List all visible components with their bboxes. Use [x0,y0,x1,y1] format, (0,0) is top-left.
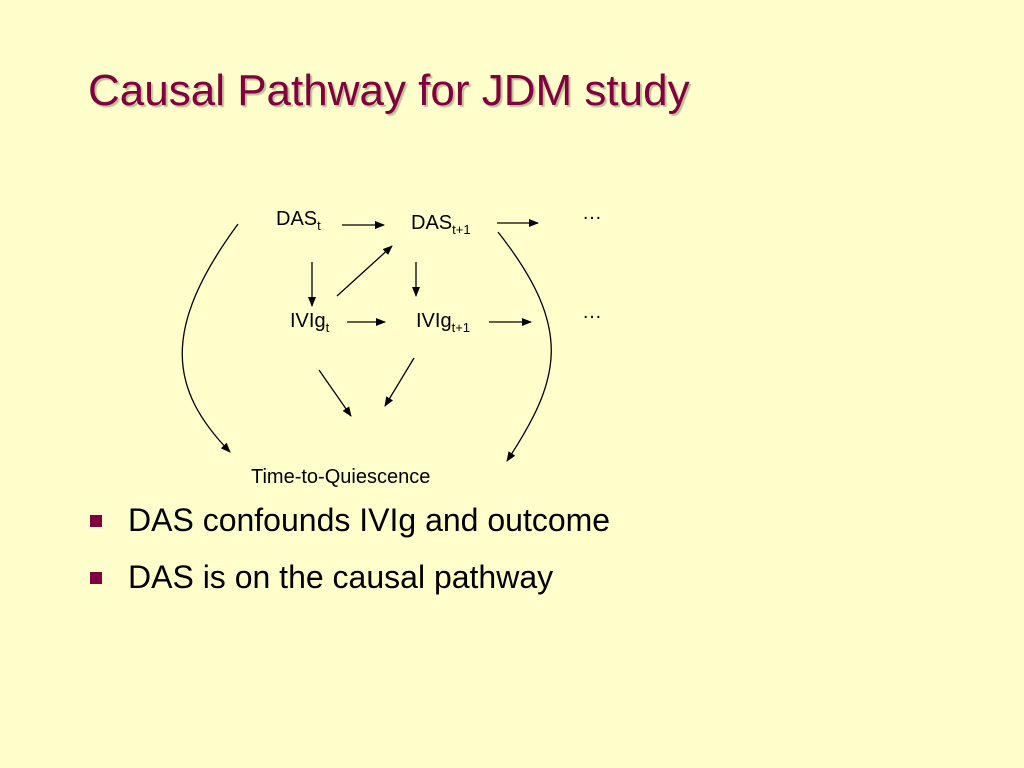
node-das-t-subscript: t [317,218,321,233]
node-ivig-t: IVIgt [290,311,329,334]
bullet-text: DAS is on the causal pathway [128,559,554,595]
node-ivig-t1-subscript: t+1 [451,320,471,335]
node-ivig-t1: IVIgt+1 [416,311,470,334]
square-bullet-icon [90,515,102,527]
arrow-ivig-t-to-outcome [318,369,352,417]
arrow-ivig-t1-to-outcome [384,357,415,407]
slide-title: Causal Pathway for JDM study [88,66,690,115]
node-das-t1-label: DAS [411,212,453,234]
node-ivig-t-label: IVIg [290,310,326,332]
node-das-t1-subscript: t+1 [452,222,471,237]
arrow-ivig-t-to-das-t1 [336,245,393,297]
node-outcome: Time-to-Quiescence [251,466,431,488]
bullet-list: DAS confounds IVIg and outcome DAS is on… [90,500,610,614]
ellipsis-bottom: … [582,301,602,323]
node-ivig-t-subscript: t [325,320,330,335]
square-bullet-icon [90,572,102,584]
bullet-item: DAS is on the causal pathway [90,557,610,614]
node-ivig-t1-label: IVIg [416,310,452,332]
ellipsis-top: … [582,202,602,224]
bullet-text: DAS confounds IVIg and outcome [128,502,611,538]
arrow-das-t1-to-outcome [497,231,552,462]
node-das-t1: DASt+1 [411,213,471,236]
node-das-t: DASt [276,209,321,232]
node-das-t-label: DAS [276,208,318,230]
arrow-das-t-to-outcome [181,223,239,453]
bullet-item: DAS confounds IVIg and outcome [90,500,610,557]
